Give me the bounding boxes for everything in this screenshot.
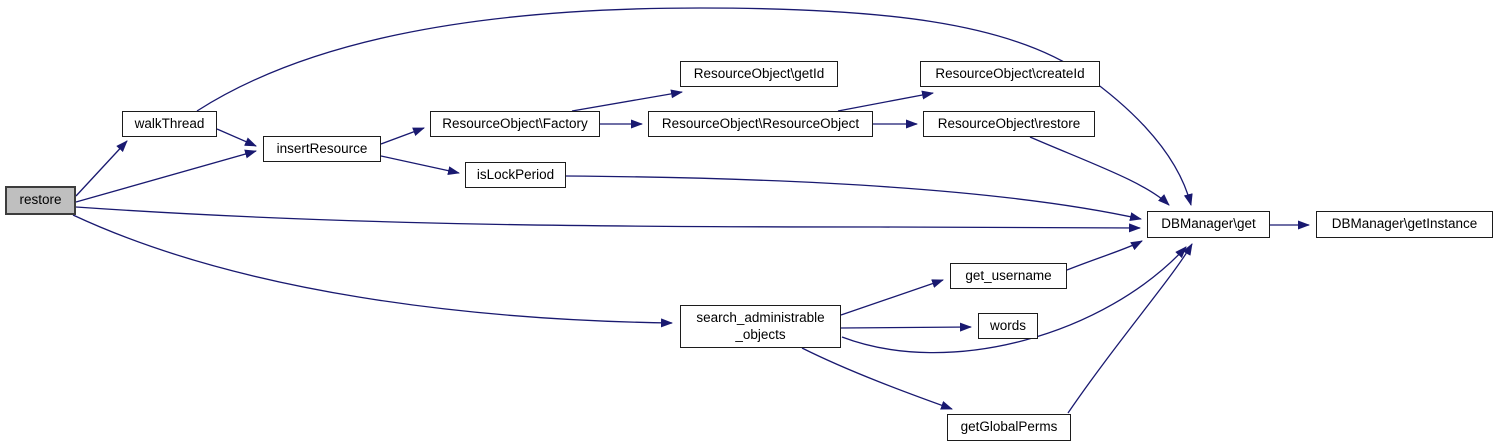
node-getglobalperms[interactable]: getGlobalPerms — [947, 414, 1071, 441]
node-search-administrable-objects[interactable]: search_administrable _objects — [680, 305, 841, 348]
edge-factory-to-getid — [571, 89, 683, 112]
node-islockperiod[interactable]: isLockPeriod — [465, 162, 566, 188]
edge-restore-to-dbmanager-get — [75, 206, 1141, 233]
node-dbmanager-getinstance[interactable]: DBManager\getInstance — [1316, 211, 1493, 238]
edge-insertresource-to-islockperiod — [380, 155, 460, 176]
edge-get-username-to-dbmanager-get — [1066, 240, 1143, 271]
edge-restore-to-walkthread — [75, 140, 128, 197]
node-walkthread[interactable]: walkThread — [122, 111, 217, 137]
node-get-username[interactable]: get_username — [950, 263, 1067, 289]
node-dbmanager-get[interactable]: DBManager\get — [1147, 211, 1270, 238]
edge-search-to-get-username — [840, 279, 944, 316]
edge-search-to-dbmanager-get — [841, 246, 1187, 354]
edge-restore-to-insertresource — [75, 149, 257, 203]
node-restore[interactable]: restore — [5, 186, 76, 215]
node-words[interactable]: words — [978, 313, 1038, 339]
node-resourceobject-createid[interactable]: ResourceObject\createId — [920, 61, 1100, 87]
edge-resourceobject-to-createid — [837, 90, 934, 112]
edge-insertresource-to-resourceobject-factory — [380, 127, 425, 145]
edge-getglobalperms-to-dbmanager-get — [1067, 243, 1193, 414]
edge-search-to-words — [840, 322, 972, 332]
node-resourceobject-factory[interactable]: ResourceObject\Factory — [430, 111, 600, 137]
edge-walkthread-to-insertresource — [216, 128, 257, 147]
edge-islockperiod-to-dbmanager-get — [565, 175, 1142, 222]
edge-restore-to-search-administrable-objects — [72, 214, 673, 328]
node-resourceobject-resourceobject[interactable]: ResourceObject\ResourceObject — [648, 111, 873, 137]
edge-walkthread-to-dbmanager-get — [196, 7, 1193, 206]
edge-resourceobject-restore-to-dbmanager-get — [1029, 136, 1170, 206]
node-resourceobject-getid[interactable]: ResourceObject\getId — [680, 61, 838, 87]
edge-search-to-getglobalperms — [801, 347, 953, 410]
node-resourceobject-restore[interactable]: ResourceObject\restore — [923, 111, 1095, 137]
node-insertresource[interactable]: insertResource — [263, 136, 381, 162]
